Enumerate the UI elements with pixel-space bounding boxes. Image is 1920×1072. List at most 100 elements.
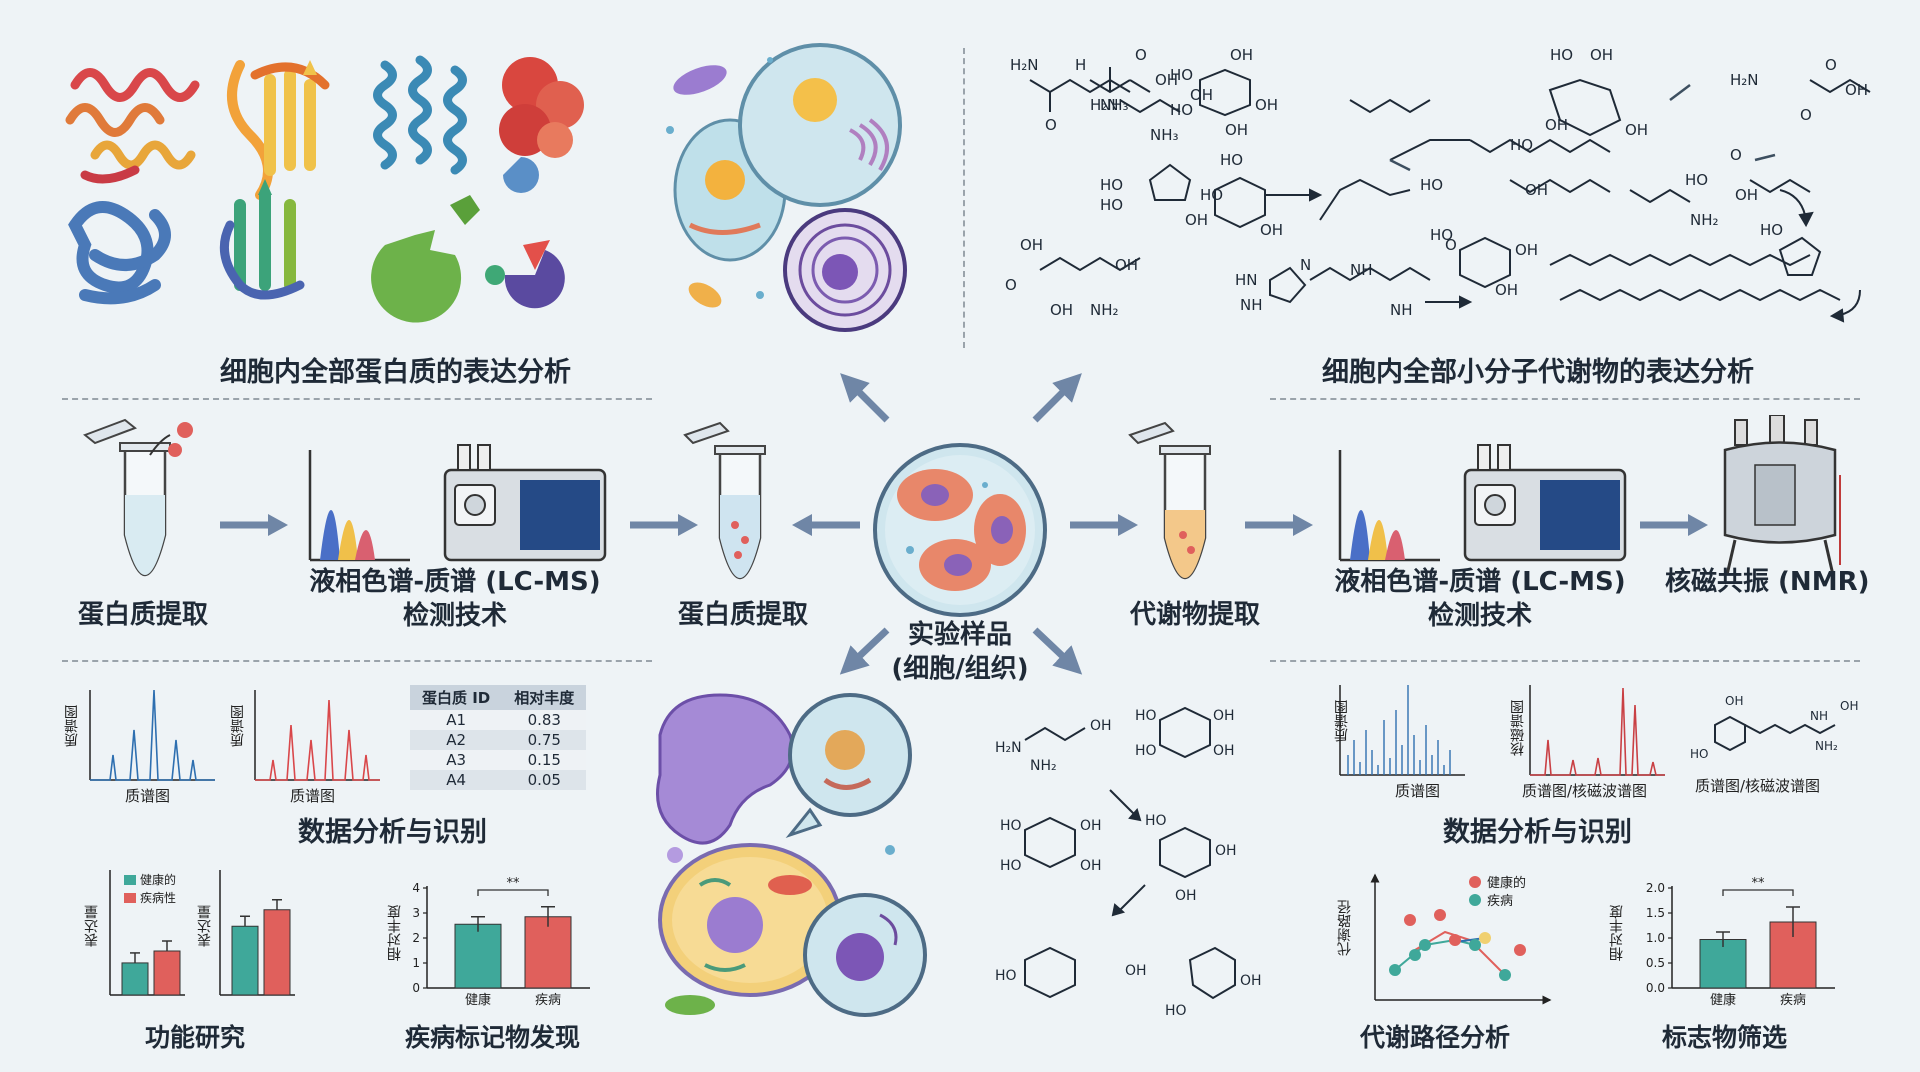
protein-helix-blue-icon xyxy=(373,55,467,175)
chem-oh-13: OH xyxy=(1590,46,1613,64)
lcms-left-line2: 检测技术 xyxy=(402,601,507,631)
marker-discovery-title: 疾病标记物发现 xyxy=(405,1023,581,1052)
chem-o: O xyxy=(1045,116,1057,134)
table-cell-id: A1 xyxy=(410,710,503,730)
arrow-3 xyxy=(792,514,860,536)
chem-ho-11: HO xyxy=(1685,171,1708,189)
chem-b-oh7: OH xyxy=(1175,888,1197,904)
metabolite-ms-xlabel: 质谱图 xyxy=(1395,782,1441,800)
screening-tick-label: 0.5 xyxy=(1646,956,1665,970)
pathway-ylabel: 代谢路径 xyxy=(1337,900,1353,956)
metabolite-data-analysis-title: 数据分析与识别 xyxy=(1443,817,1632,848)
cells-top-illustration xyxy=(666,43,907,332)
pathway-analysis-chart: 健康的 疾病 xyxy=(1370,873,1552,1005)
chem-b-ho5: HO xyxy=(1145,813,1167,829)
chem-ho-6: HO xyxy=(1200,186,1223,204)
marker-sig-bracket xyxy=(477,889,549,896)
protein-spectrum-1-ylabel: 质谱图 xyxy=(64,705,80,747)
chem-b-oh9: OH xyxy=(1240,973,1262,989)
divider-left-top xyxy=(62,398,652,400)
chem-nh2: NH₂ xyxy=(1090,301,1119,319)
chem-o-6: O xyxy=(1730,146,1742,164)
protein-structures-illustration xyxy=(65,55,584,323)
tube-protein-left-icon xyxy=(83,418,193,577)
chem-b-ho7: HO xyxy=(1165,1003,1187,1019)
arrow-6 xyxy=(1640,514,1708,536)
chem-oh-7: OH xyxy=(1020,236,1043,254)
chem-b-oh3: OH xyxy=(1213,743,1235,759)
function-ylabel-right: 表达量 xyxy=(197,905,213,947)
marker-tick-label: 0 xyxy=(412,981,420,995)
metabolite-extract-label: 代谢物提取 xyxy=(1130,600,1261,630)
table-header-id: 蛋白质 ID xyxy=(410,685,503,710)
chem-nh-2: NH xyxy=(1350,261,1373,279)
chem-nh3-2: NH₃ xyxy=(1150,126,1179,144)
lcms-left-label: 液相色谱-质谱 (LC-MS) 检测技术 xyxy=(305,565,605,633)
chem-oh-8: OH xyxy=(1050,301,1073,319)
chem-b-ho3: HO xyxy=(1000,818,1022,834)
chem-s-oh2: OH xyxy=(1840,699,1858,713)
chem-o-2: O xyxy=(1135,46,1147,64)
nmr-instrument-icon xyxy=(1723,415,1841,576)
metabolite-nmr-ylabel: 核磁谱图 xyxy=(1510,700,1526,756)
lcms-right-label: 液相色谱-质谱 (LC-MS) 检测技术 xyxy=(1330,565,1630,633)
chem-oh-17: OH xyxy=(1845,81,1868,99)
chem-hn: HN xyxy=(1235,271,1258,289)
chem-b-oh: OH xyxy=(1090,718,1112,734)
table-header-abundance: 相对丰度 xyxy=(502,685,587,710)
nmr-label: 核磁共振 (NMR) xyxy=(1665,567,1870,597)
lcms-left-line1: 液相色谱-质谱 (LC-MS) xyxy=(309,567,601,597)
chem-ho-10: HO xyxy=(1420,176,1443,194)
protein-sheet-orange-icon xyxy=(227,60,330,200)
marker-tick-label: 3 xyxy=(412,906,420,920)
lcms-right-instrument-icon xyxy=(1338,444,1627,562)
chem-s-ho: HO xyxy=(1690,747,1708,761)
protein-spectrum-blue xyxy=(89,689,215,781)
function-legend-swatch-healthy xyxy=(124,875,136,885)
function-bar-疾病性 xyxy=(153,950,181,996)
chem-ho-5: HO xyxy=(1220,151,1243,169)
chem-o-3: O xyxy=(1005,276,1017,294)
function-ylabel-left: 表达量 xyxy=(84,905,100,947)
chem-nh: NH xyxy=(1240,296,1263,314)
marker-sig-label: ** xyxy=(507,876,521,891)
chem-oh-4: OH xyxy=(1225,121,1248,139)
chem-oh-10: OH xyxy=(1190,86,1213,104)
sample-line1: 实验样品 xyxy=(907,620,1012,650)
pathway-points xyxy=(1389,909,1526,981)
cells-bottom-illustration xyxy=(656,693,927,1017)
chem-oh-2: OH xyxy=(1230,46,1253,64)
chem-oh-16: OH xyxy=(1525,181,1548,199)
table-cell-value: 0.75 xyxy=(502,730,587,750)
chem-oh-9: OH xyxy=(1115,256,1138,274)
chem-oh-14: OH xyxy=(1545,116,1568,134)
chem-oh-11: OH xyxy=(1515,241,1538,259)
marker-tick-label: 2 xyxy=(412,931,420,945)
table-cell-value: 0.83 xyxy=(502,710,587,730)
chem-oh-15: OH xyxy=(1625,121,1648,139)
chem-o-4: O xyxy=(1825,56,1837,74)
arrow-1 xyxy=(220,514,288,536)
metabolite-structure-small: OH HO NH₂ OH NH xyxy=(1690,694,1858,761)
arrow-5 xyxy=(1245,514,1313,536)
screening-tick-label: 1.5 xyxy=(1646,906,1665,920)
function-bar-健康的 xyxy=(121,962,149,996)
screening-tick-label: 0.0 xyxy=(1646,981,1665,995)
marker-tick-label: 4 xyxy=(412,881,420,895)
sample-dish-icon[interactable] xyxy=(870,440,1050,620)
screening-category-label: 健康 xyxy=(1710,992,1736,1008)
table-cell-value: 0.15 xyxy=(502,750,587,770)
marker-ylabel: 相对丰度 xyxy=(387,905,403,961)
divider-right-top xyxy=(1270,398,1860,400)
function-legend-disease: 疾病性 xyxy=(140,890,176,905)
marker-tick-label: 1 xyxy=(412,956,420,970)
metabolite-structures-top: H₂N O H NH₃ O OH HO OH OH HO OH HO HO OH… xyxy=(1005,46,1871,323)
chem-n: N xyxy=(1300,256,1311,274)
chem-s-nh2: NH₂ xyxy=(1815,739,1838,753)
chem-h2n-2: H₂N xyxy=(1090,96,1119,114)
